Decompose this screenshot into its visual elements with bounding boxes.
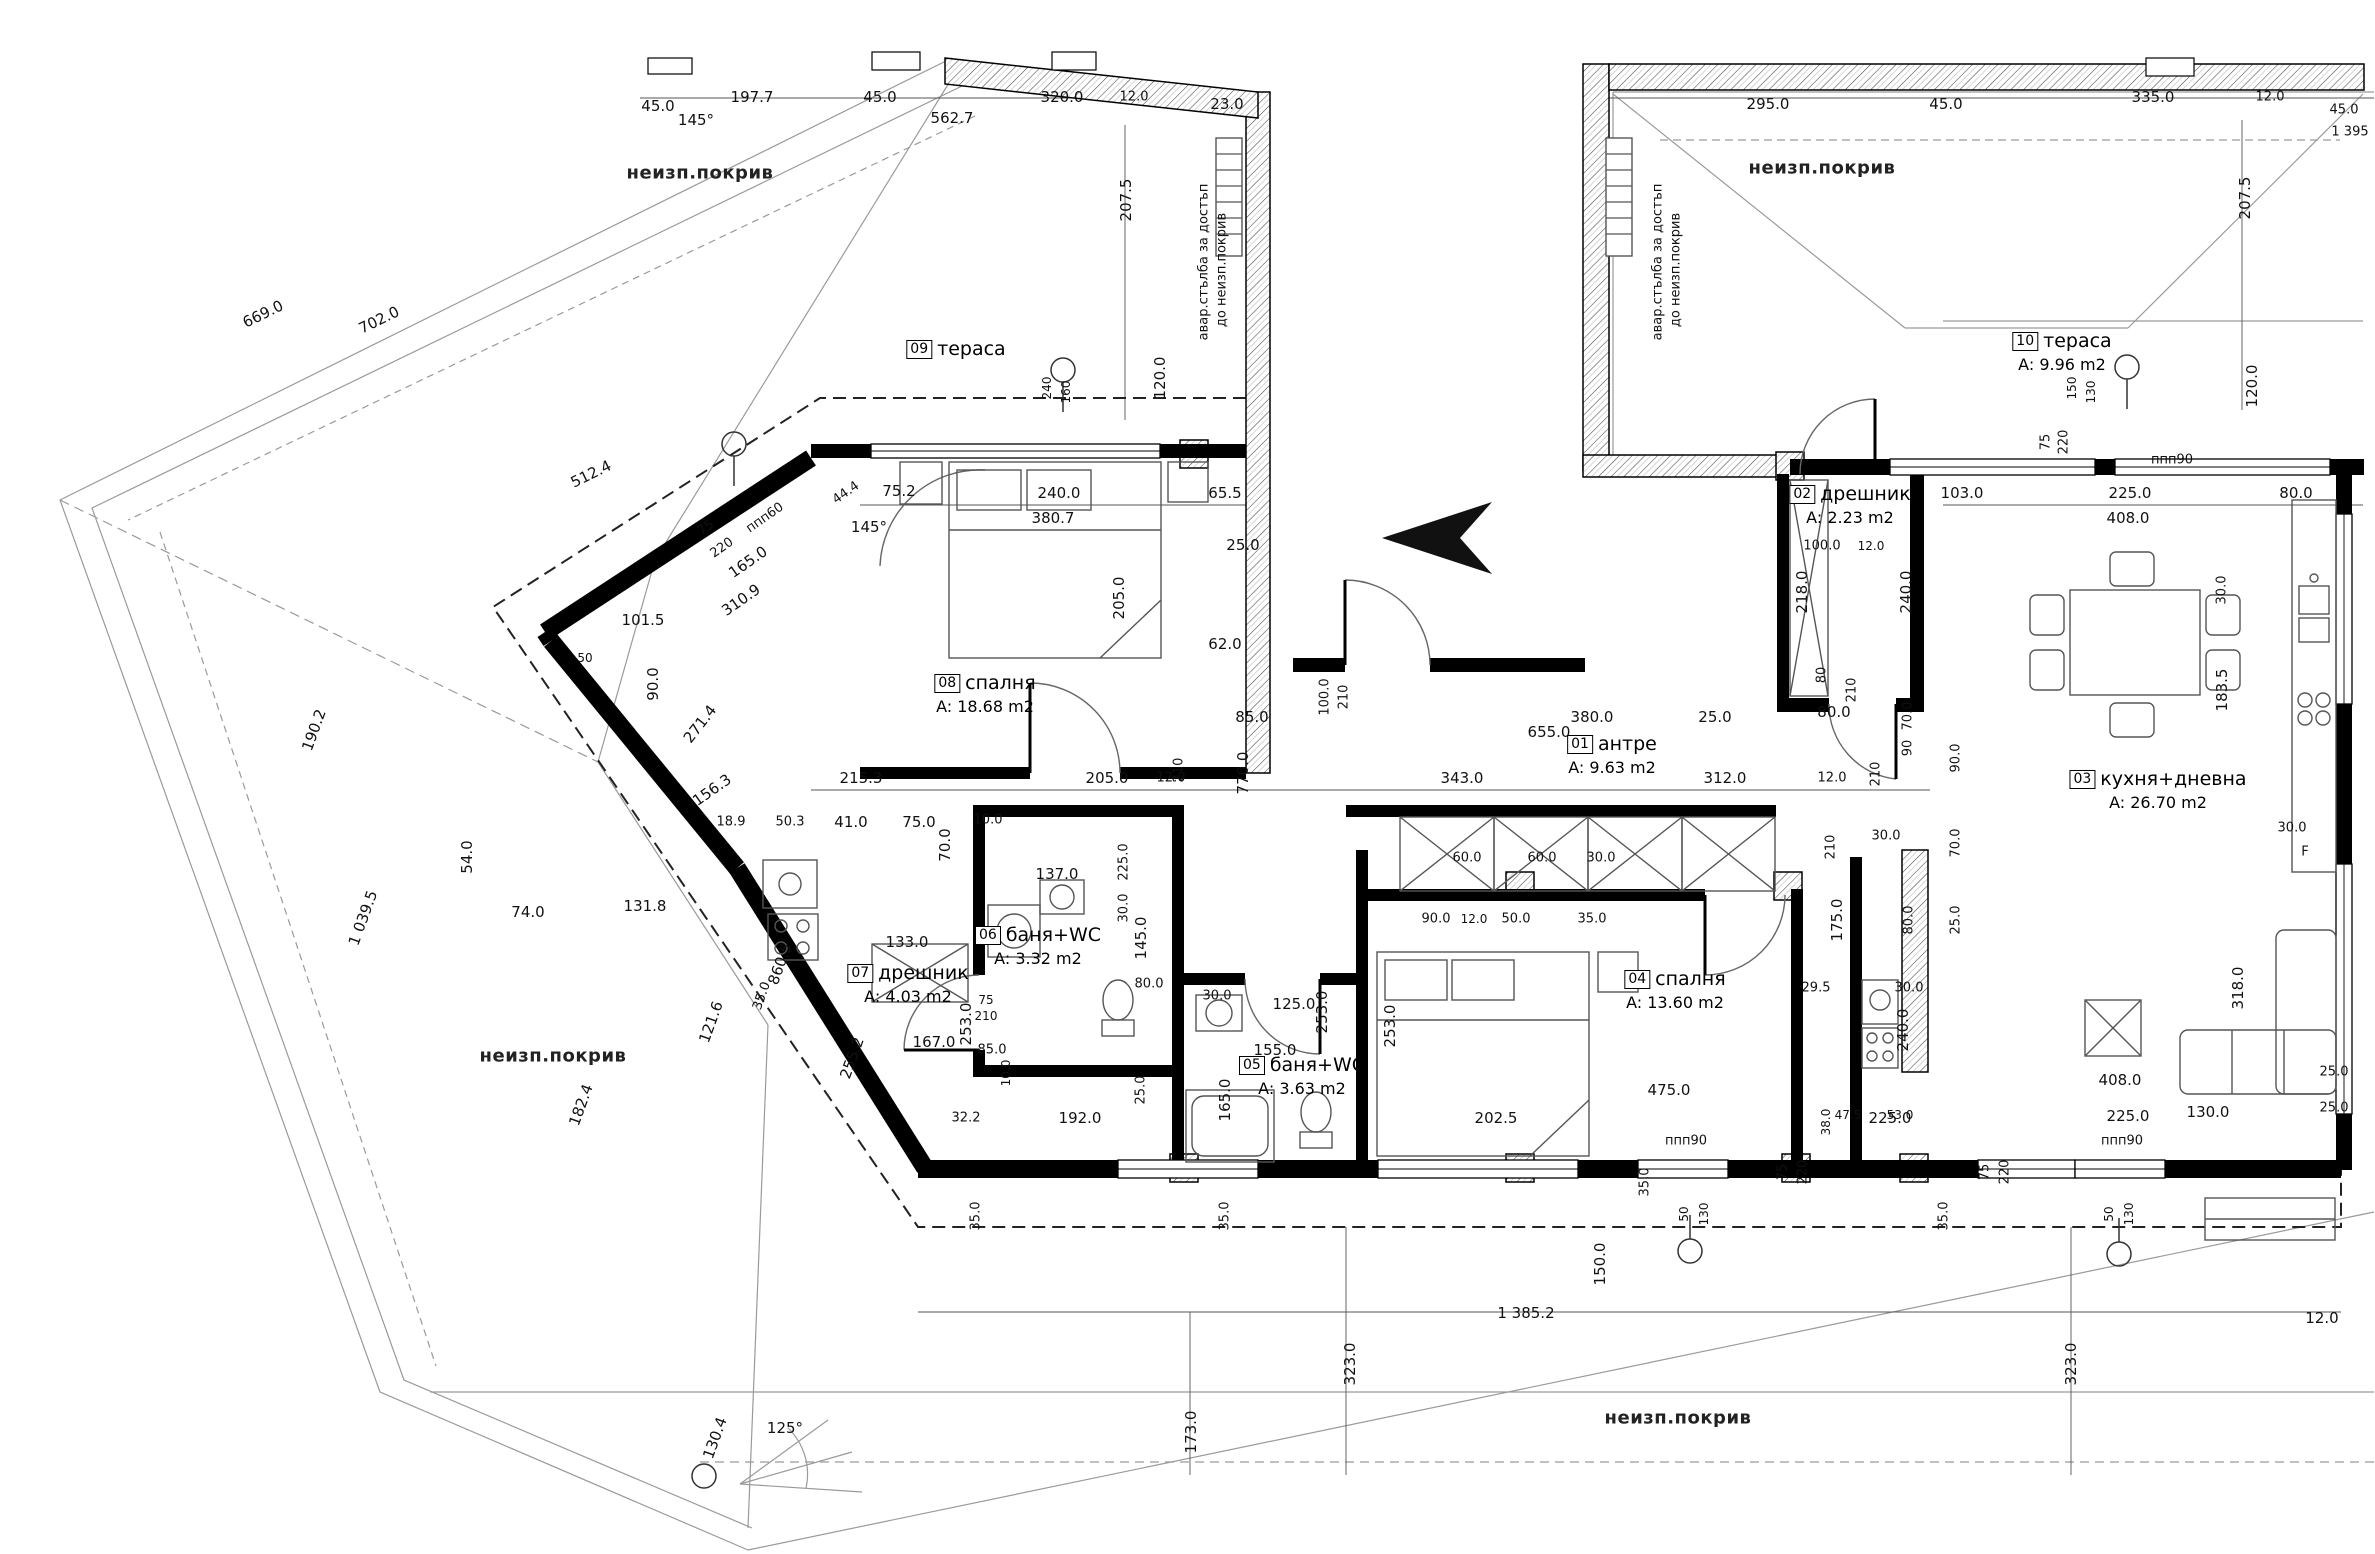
partition-walls	[811, 444, 2364, 1178]
furniture	[647, 51, 2337, 1241]
doors	[879, 398, 1898, 1055]
north-arrow-icon	[1382, 502, 1492, 574]
diagonal-walls	[537, 450, 933, 1173]
structural-walls	[944, 57, 2365, 1183]
marker-circles	[691, 354, 2140, 1489]
roof-lines	[59, 57, 2375, 1551]
